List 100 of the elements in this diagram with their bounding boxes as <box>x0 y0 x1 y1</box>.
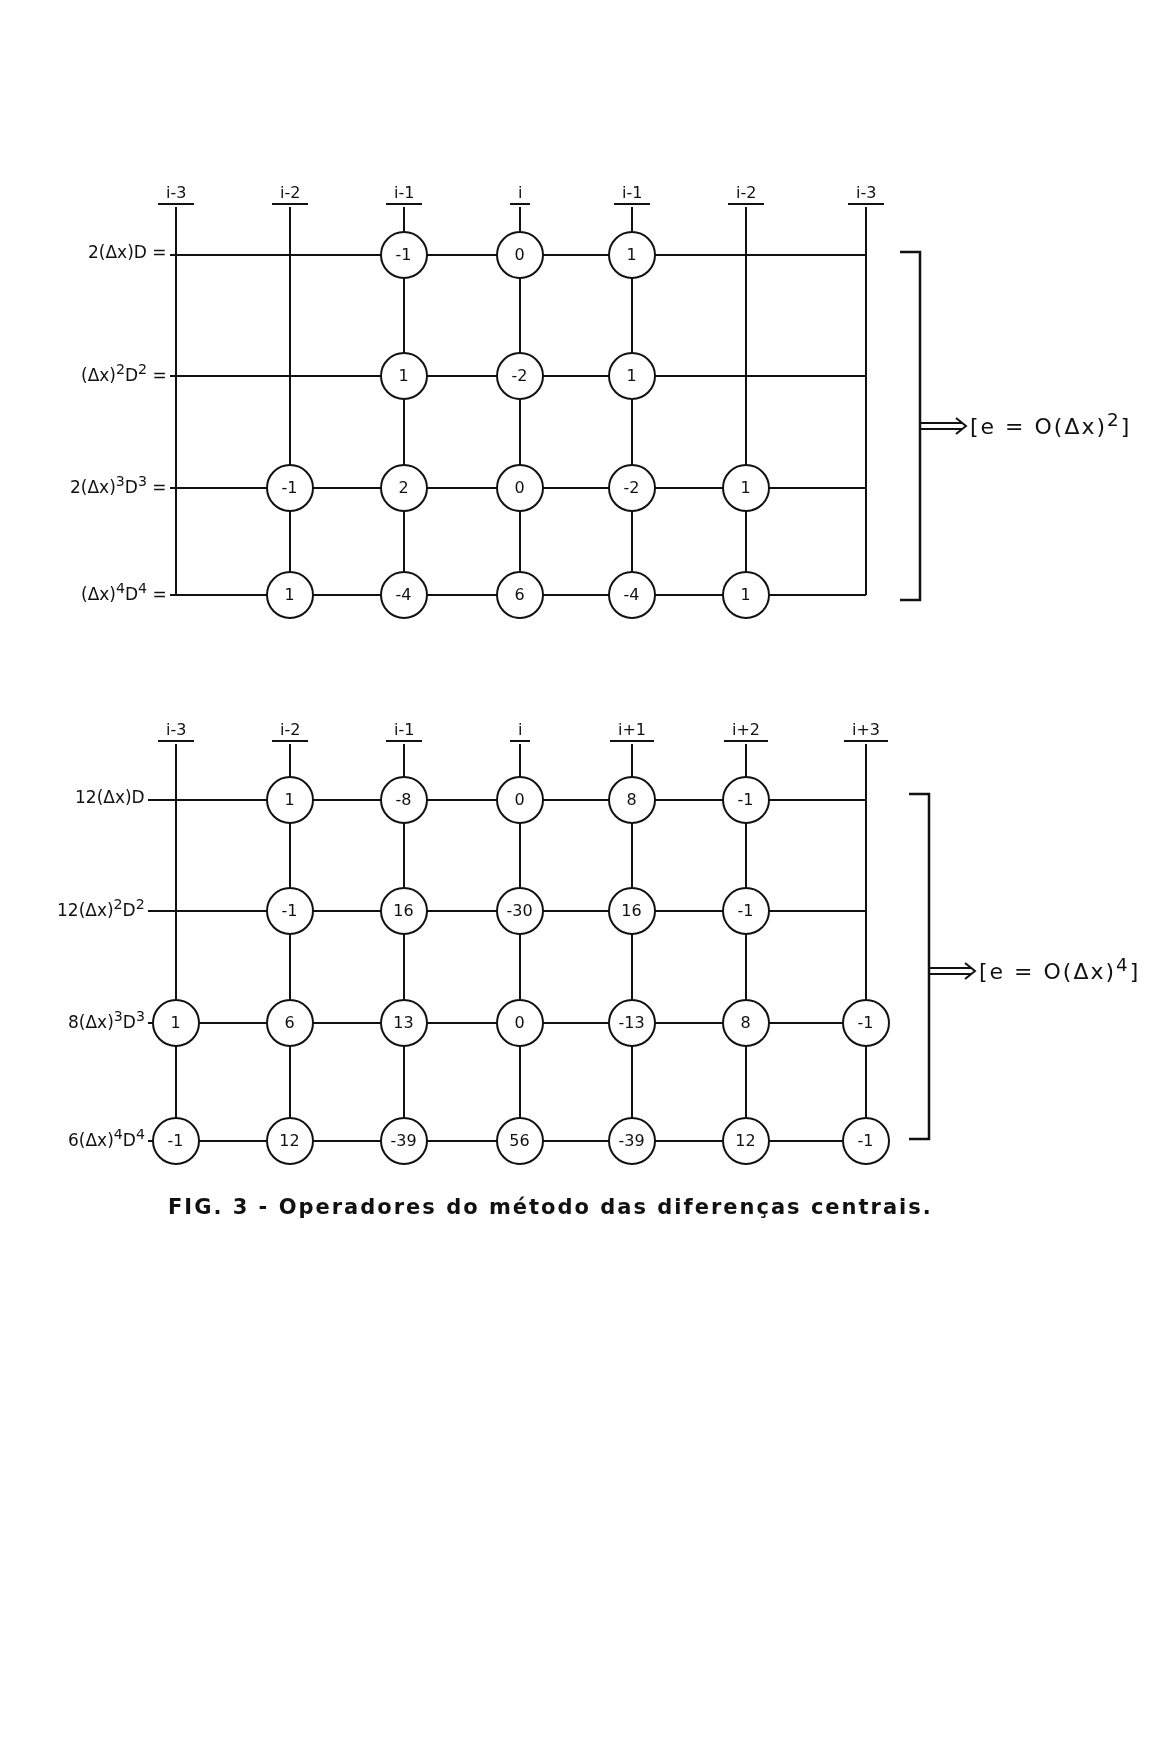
coefficient-circle: 16 <box>379 886 428 935</box>
connector-line <box>657 1140 721 1142</box>
column-index-label: i-2 <box>272 183 309 205</box>
coefficient-circle: 2 <box>379 463 428 512</box>
connector-line <box>429 375 495 377</box>
connector-line <box>519 825 521 886</box>
connector-line <box>315 799 379 801</box>
column-index-label: i-2 <box>728 183 765 205</box>
bracket <box>900 250 922 602</box>
connector-line <box>865 1048 867 1116</box>
connector-line <box>315 1140 379 1142</box>
coefficient-circle: 13 <box>379 998 428 1047</box>
connector-line <box>745 936 747 998</box>
connector-line <box>429 1022 495 1024</box>
column-index-label: i+1 <box>610 720 655 742</box>
coefficient-circle: 0 <box>495 230 544 279</box>
column-index-label: i-3 <box>848 183 885 205</box>
connector-line <box>657 799 721 801</box>
connector-line <box>429 487 495 489</box>
coefficient-circle: 56 <box>495 1116 544 1165</box>
coefficient-circle: -13 <box>607 998 656 1047</box>
double-arrow <box>920 417 968 435</box>
connector-line <box>519 1048 521 1116</box>
column-index-label: i+3 <box>844 720 889 742</box>
connector-line <box>175 1048 177 1116</box>
connector-line <box>315 910 379 912</box>
connector-line <box>657 1022 721 1024</box>
connector-line <box>545 1022 607 1024</box>
column-index-label: i <box>510 183 531 205</box>
connector-line <box>201 1022 265 1024</box>
column-index-label: i-3 <box>158 720 195 742</box>
coefficient-circle: -1 <box>265 463 314 512</box>
coefficient-circle: 16 <box>607 886 656 935</box>
connector-line <box>403 280 405 351</box>
connector-line <box>519 280 521 351</box>
connector-line <box>429 910 495 912</box>
bracket <box>909 792 931 1141</box>
connector-line <box>289 513 291 570</box>
connector-line <box>289 936 291 998</box>
connector-line <box>545 254 607 256</box>
coefficient-circle: -1 <box>151 1116 200 1165</box>
coefficient-circle: 1 <box>721 570 770 619</box>
connector-line <box>519 513 521 570</box>
connector-line <box>429 254 495 256</box>
connector-line <box>429 799 495 801</box>
connector-line <box>745 825 747 886</box>
connector-line <box>631 280 633 351</box>
coefficient-circle: 1 <box>607 351 656 400</box>
column-index-label: i-3 <box>158 183 195 205</box>
coefficient-circle: 0 <box>495 775 544 824</box>
connector-line <box>631 936 633 998</box>
connector-line <box>429 594 495 596</box>
connector-line <box>315 487 379 489</box>
connector-line <box>403 1048 405 1116</box>
coefficient-circle: 0 <box>495 998 544 1047</box>
connector-line <box>403 513 405 570</box>
connector-line <box>315 1022 379 1024</box>
connector-line <box>545 375 607 377</box>
connector-line <box>403 825 405 886</box>
coefficient-circle: -4 <box>379 570 428 619</box>
connector-line <box>771 1140 841 1142</box>
coefficient-circle: -1 <box>721 775 770 824</box>
connector-line <box>201 1140 265 1142</box>
connector-line <box>545 594 607 596</box>
connector-line <box>403 936 405 998</box>
connector-line <box>657 910 721 912</box>
connector-line <box>545 799 607 801</box>
coefficient-circle: 1 <box>607 230 656 279</box>
column-index-label: i-1 <box>386 183 423 205</box>
coefficient-circle: 8 <box>721 998 770 1047</box>
connector-line <box>771 1022 841 1024</box>
connector-line <box>403 401 405 463</box>
column-index-label: i-1 <box>386 720 423 742</box>
coefficient-circle: -30 <box>495 886 544 935</box>
column-index-label: i+2 <box>724 720 769 742</box>
coefficient-circle: 1 <box>151 998 200 1047</box>
coefficient-circle: -4 <box>607 570 656 619</box>
connector-line <box>545 487 607 489</box>
coefficient-circle: 6 <box>495 570 544 619</box>
connector-line <box>289 1048 291 1116</box>
error-order-label: [e = O(Δx)$^{4}$] <box>979 954 1141 985</box>
coefficient-circle: -39 <box>607 1116 656 1165</box>
connector-line <box>545 910 607 912</box>
coefficient-circle: 0 <box>495 463 544 512</box>
coefficient-circle: -2 <box>495 351 544 400</box>
coefficient-circle: -8 <box>379 775 428 824</box>
double-arrow <box>929 962 977 980</box>
coefficient-circle: 1 <box>265 570 314 619</box>
connector-line <box>745 1048 747 1116</box>
coefficient-circle: -1 <box>721 886 770 935</box>
figure-caption: FIG. 3 - Operadores do método das diferenças centrais. <box>168 1195 933 1219</box>
coefficient-circle: 1 <box>265 775 314 824</box>
connector-line <box>631 513 633 570</box>
coefficient-circle: 12 <box>721 1116 770 1165</box>
connector-line <box>631 401 633 463</box>
connector-line <box>519 401 521 463</box>
connector-line <box>631 825 633 886</box>
coefficient-circle: -1 <box>265 886 314 935</box>
coefficient-circle: 8 <box>607 775 656 824</box>
connector-line <box>745 513 747 570</box>
